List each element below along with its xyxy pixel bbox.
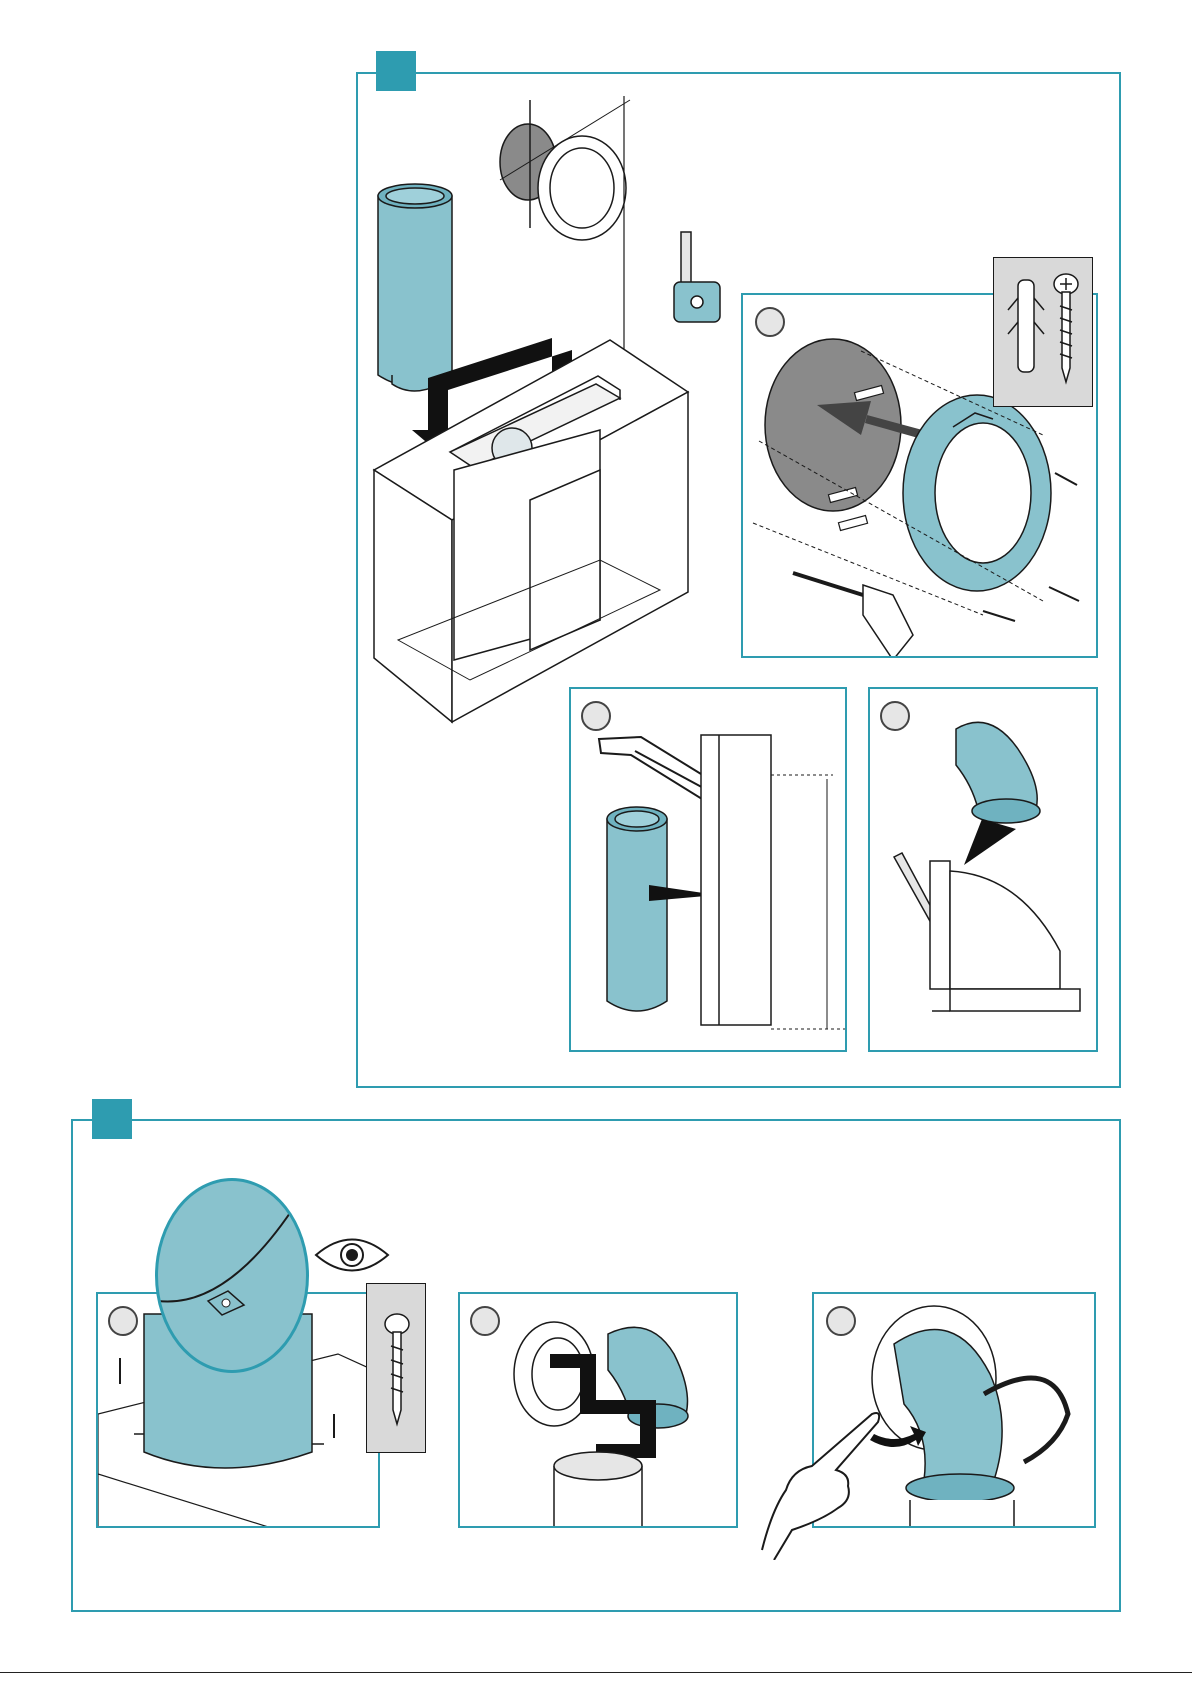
- elbow-duct: [894, 1329, 1014, 1502]
- wall-plate: [903, 395, 1051, 591]
- page-footer-line: [0, 1672, 1192, 1673]
- bracket-rim: [158, 1201, 298, 1302]
- screw-icon: [385, 1314, 409, 1424]
- section-1-step-c-panel: [868, 687, 1098, 1052]
- hand-illustration: [752, 1390, 882, 1560]
- elbow-trimming-illustration: [870, 689, 1098, 1052]
- drill: [793, 573, 913, 658]
- section-2-badge: [92, 1099, 132, 1139]
- elbow-duct: [956, 722, 1040, 823]
- screw-icon: [1054, 274, 1078, 382]
- duct-profile: [701, 735, 771, 1025]
- duct-pipe: [554, 1452, 642, 1528]
- elbow-connection-illustration: [460, 1294, 738, 1528]
- duct-pipe: [910, 1500, 1014, 1528]
- screw-callout: [366, 1283, 426, 1453]
- section-1-step-b-panel: [569, 687, 847, 1052]
- elbow-template: [930, 861, 1080, 1011]
- pointer-wedge: [964, 819, 1016, 865]
- plug-and-screw-callout: [993, 257, 1093, 407]
- pipe-cutting-illustration: [571, 689, 847, 1052]
- duct-pipe: [607, 807, 667, 1011]
- section-1-badge: [376, 51, 416, 91]
- wall-plug-icon: [1008, 280, 1044, 372]
- eye-icon: [312, 1230, 392, 1280]
- section-2-step-b-panel: [458, 1292, 738, 1528]
- bracket-detail-zoom: [155, 1178, 309, 1373]
- ruler: [771, 775, 847, 1029]
